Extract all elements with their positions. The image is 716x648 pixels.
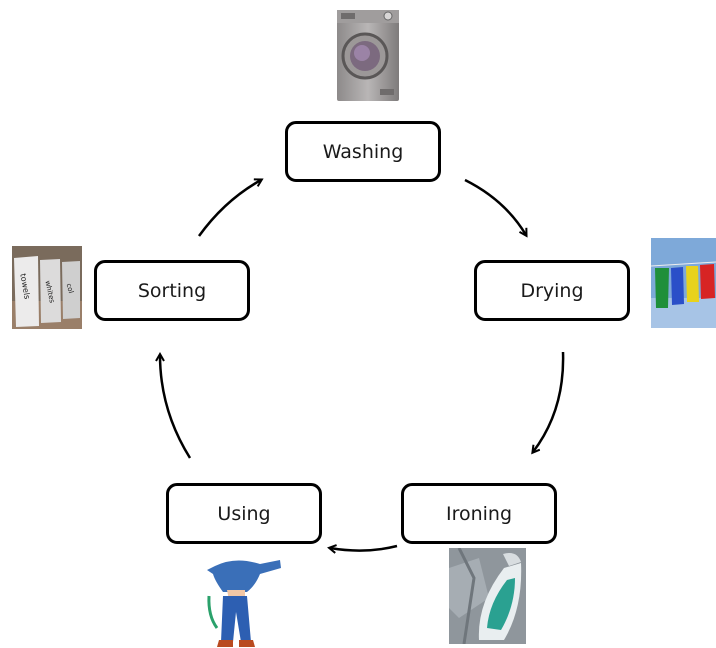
washing-machine-icon <box>336 9 400 102</box>
person-dressing-icon <box>205 556 285 648</box>
bin-label-towels: towels <box>18 273 31 300</box>
stage-sorting: Sorting <box>94 260 250 321</box>
stage-washing-label: Washing <box>322 140 404 163</box>
arrow-drying-to-ironing <box>533 351 565 452</box>
stage-sorting-label: Sorting <box>137 279 207 302</box>
stage-using: Using <box>166 483 322 544</box>
stage-drying: Drying <box>474 260 630 321</box>
stage-ironing-label: Ironing <box>445 502 513 525</box>
arrow-using-to-sorting <box>160 355 192 459</box>
stage-washing: Washing <box>285 121 441 182</box>
arrow-washing-to-drying <box>464 178 526 235</box>
stage-ironing: Ironing <box>401 483 557 544</box>
stage-drying-label: Drying <box>520 279 584 302</box>
clothesline-icon <box>651 238 716 328</box>
bin-label-colours: col <box>65 283 75 295</box>
stage-using-label: Using <box>217 502 271 525</box>
iron-icon <box>449 548 526 644</box>
laundry-bins-icon: towels whites col <box>12 246 82 329</box>
arrow-ironing-to-using <box>330 546 398 551</box>
arrow-sorting-to-washing <box>197 180 261 237</box>
